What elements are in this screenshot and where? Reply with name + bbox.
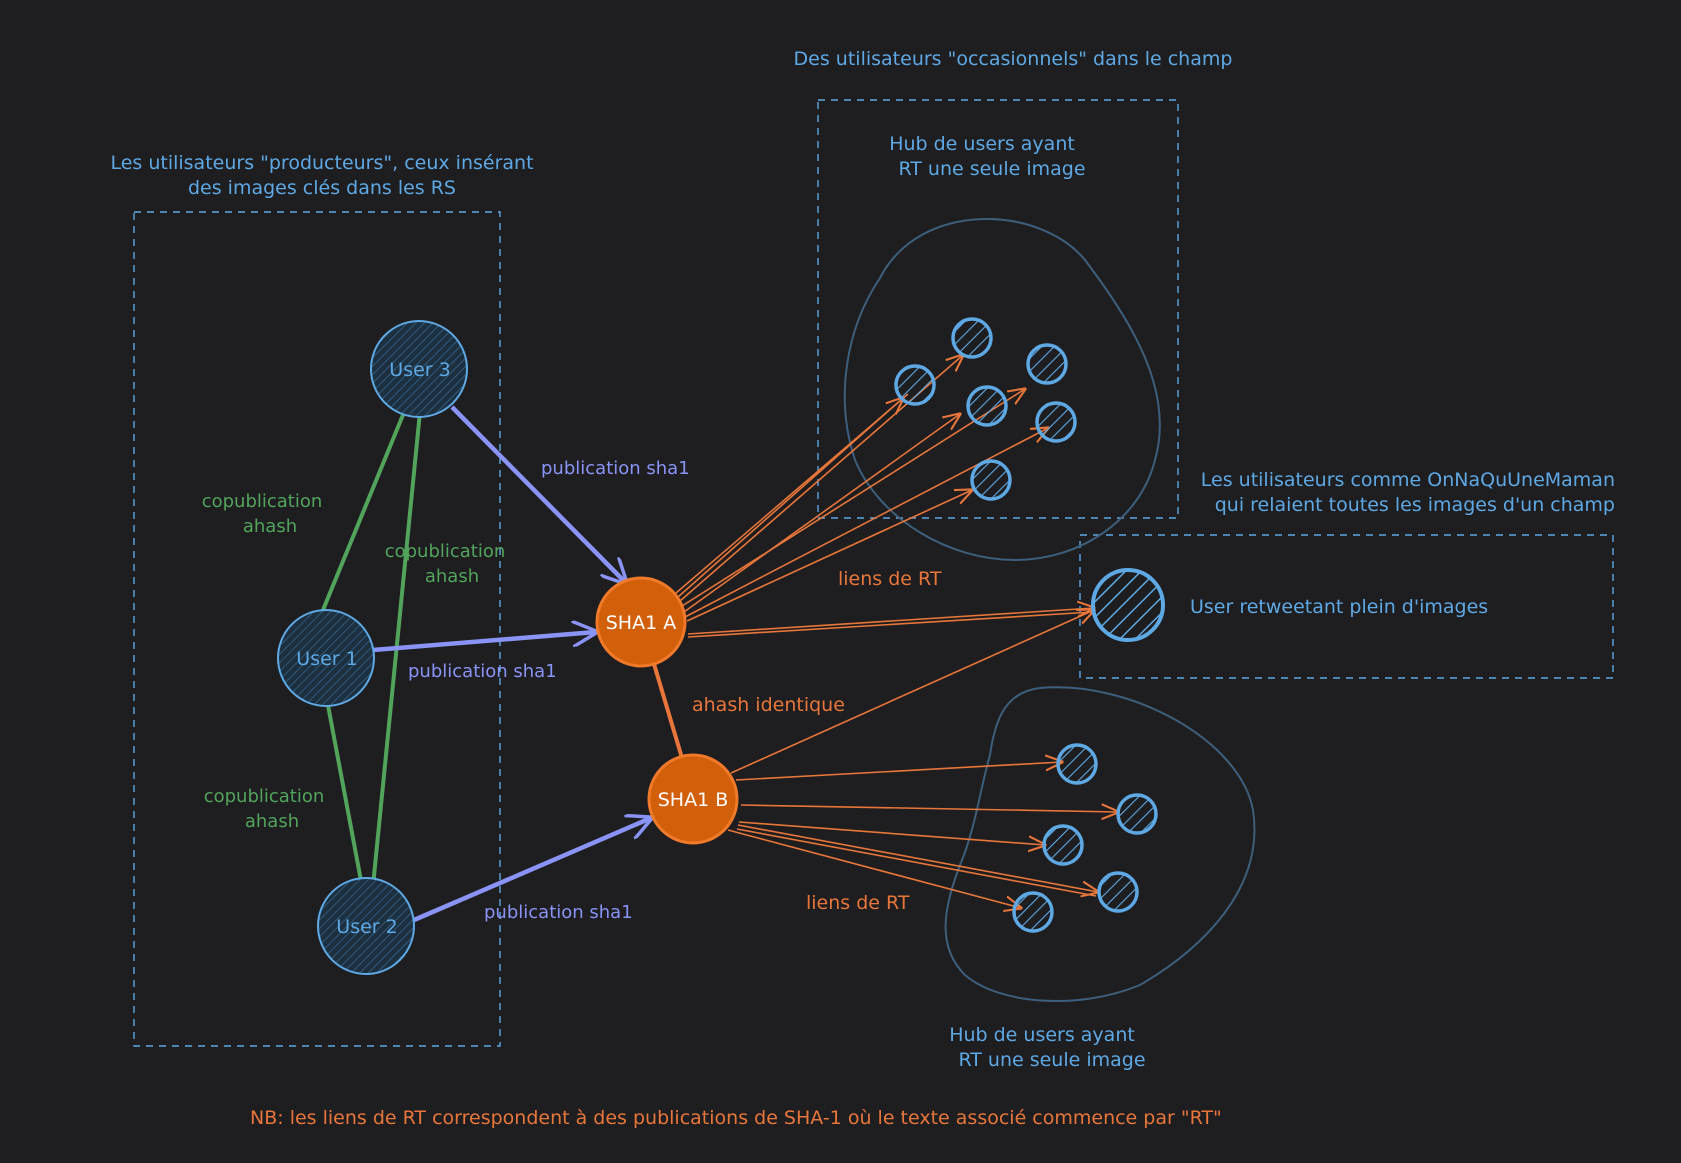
occasional-user-node[interactable] xyxy=(966,385,1008,427)
label-copub-top-line1: copublication xyxy=(202,491,323,512)
rt-edge xyxy=(735,762,1062,781)
rt-edge xyxy=(730,610,1094,774)
node-user2-label: User 2 xyxy=(336,916,397,938)
edge-pub-user3-sha-a xyxy=(450,405,626,583)
edge-ahash-identique xyxy=(652,663,684,759)
rt-edges-sha-b xyxy=(727,610,1118,908)
occasional-user-node[interactable] xyxy=(951,317,993,359)
occasional-user-node[interactable] xyxy=(894,364,936,406)
node-user1-circle xyxy=(277,609,375,707)
producers-caption-line1: Les utilisateurs "producteurs", ceux ins… xyxy=(110,152,533,174)
relayers-caption-line2: qui relaient toutes les images d'un cham… xyxy=(1215,494,1615,516)
rt-edge xyxy=(686,490,972,622)
hub-top-caption-line2: RT une seule image xyxy=(898,158,1085,180)
occasional-user-node[interactable] xyxy=(1097,871,1139,913)
occasional-user-node[interactable] xyxy=(1035,401,1077,443)
label-pub-user3: publication sha1 xyxy=(541,458,690,479)
occasional-user-node[interactable] xyxy=(1116,793,1158,835)
occasional-user-node[interactable] xyxy=(970,459,1012,501)
label-copub-mid-line2: ahash xyxy=(425,566,479,587)
rt-edge xyxy=(727,829,1021,908)
node-user3[interactable]: User 3 xyxy=(370,320,468,418)
label-rt-top: liens de RT xyxy=(838,568,942,590)
hub-bottom-caption-line2: RT une seule image xyxy=(958,1049,1145,1071)
occasional-user-node[interactable] xyxy=(1012,891,1054,933)
node-sha1-a-circle xyxy=(595,576,687,668)
hub-bottom-users xyxy=(1012,743,1158,933)
edge-pub-user2-sha-b xyxy=(413,818,651,923)
rt-edge xyxy=(737,824,1098,892)
rt-edge xyxy=(681,389,1025,607)
node-sha1-b-label: SHA1 B xyxy=(658,789,729,811)
big-retweeter-label: User retweetant plein d'images xyxy=(1190,596,1488,618)
hub-bottom-caption-line1: Hub de users ayant xyxy=(949,1024,1135,1046)
occasional-caption: Des utilisateurs "occasionnels" dans le … xyxy=(794,48,1233,70)
node-big-retweeter[interactable]: User retweetant plein d'images xyxy=(1091,568,1488,642)
label-rt-bottom: liens de RT xyxy=(806,892,910,914)
node-sha1-a-label: SHA1 A xyxy=(606,612,676,634)
hub-top-caption-line1: Hub de users ayant xyxy=(889,133,1075,155)
hub-blob-bottom xyxy=(944,686,1256,1003)
node-sha1-a[interactable]: SHA1 A xyxy=(595,576,687,668)
rt-edge xyxy=(738,821,1045,845)
label-copub-top-line2: ahash xyxy=(243,516,297,537)
label-copub-bottom-line2: ahash xyxy=(245,811,299,832)
edge-copub-user1-user2 xyxy=(325,699,364,887)
rt-edge xyxy=(687,608,1094,635)
node-sha1-b-circle xyxy=(647,753,739,845)
node-user3-circle xyxy=(370,320,468,418)
label-ahash-identique: ahash identique xyxy=(692,694,845,716)
rt-edges-sha-a xyxy=(675,355,1094,638)
node-sha1-b[interactable]: SHA1 B xyxy=(647,753,739,845)
label-copub-bottom-line1: copublication xyxy=(204,786,325,807)
label-pub-user2: publication sha1 xyxy=(484,902,633,923)
occasional-user-node[interactable] xyxy=(1042,824,1084,866)
producers-caption-line2: des images clés dans les RS xyxy=(188,177,456,199)
rt-edge xyxy=(683,414,960,613)
node-user2-circle xyxy=(317,877,415,975)
rt-edge xyxy=(687,611,1093,638)
edge-pub-user1-sha-a xyxy=(372,632,596,653)
rt-edge xyxy=(684,428,1048,618)
node-user1-label: User 1 xyxy=(296,648,357,670)
rt-edge xyxy=(740,805,1118,812)
producers-frame xyxy=(133,211,501,1047)
occasional-user-node[interactable] xyxy=(1056,743,1098,785)
big-retweeter-circle xyxy=(1091,568,1165,642)
edge-copub-user1-user3 xyxy=(321,409,407,611)
node-user1[interactable]: User 1 xyxy=(277,609,375,707)
hub-top-users xyxy=(894,317,1077,501)
rt-edge xyxy=(675,393,909,594)
label-pub-user1: publication sha1 xyxy=(408,661,557,682)
footnote: NB: les liens de RT correspondent à des … xyxy=(250,1107,1222,1129)
occasional-user-node[interactable] xyxy=(1026,343,1068,385)
node-user3-label: User 3 xyxy=(389,359,450,381)
rt-edge xyxy=(736,828,1097,897)
relayers-caption-line1: Les utilisateurs comme OnNaQuUneMaman xyxy=(1201,469,1615,491)
node-user2[interactable]: User 2 xyxy=(317,877,415,975)
label-copub-mid-line1: copublication xyxy=(385,541,506,562)
